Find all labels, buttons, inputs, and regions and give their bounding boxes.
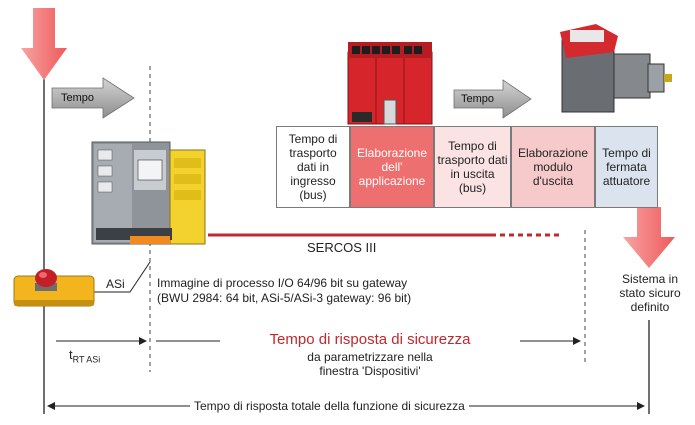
servo-motor-icon bbox=[560, 24, 672, 113]
trigger-arrow-icon bbox=[21, 8, 67, 80]
safety-response-sub2: finestra 'Dispositivi' bbox=[319, 364, 421, 378]
box-actuator-stop: Tempo di fermata attuatore bbox=[595, 126, 658, 208]
box-output-transport: Tempo di trasporto dati in uscita (bus) bbox=[434, 126, 511, 208]
box-output-module-text: Elaborazione modulo d'uscita bbox=[517, 146, 589, 188]
box-output-module: Elaborazione modulo d'uscita bbox=[511, 126, 595, 208]
box-actuator-stop-text: Tempo di fermata attuatore bbox=[602, 146, 651, 188]
asi-line bbox=[92, 261, 151, 293]
tempo-arrow-left-icon bbox=[51, 77, 135, 119]
box-application-processing: Elaborazione dell' applicazione bbox=[350, 126, 434, 208]
tempo-label-left: Tempo bbox=[61, 92, 95, 104]
tempo-arrow-right-icon bbox=[453, 79, 532, 119]
process-image-line1: Immagine di processo I/O 64/96 bit su ga… bbox=[157, 276, 408, 290]
safety-response-title: Tempo di risposta di sicurezza bbox=[220, 331, 520, 348]
gateway-device-icon bbox=[91, 141, 206, 245]
emergency-stop-icon bbox=[13, 269, 95, 307]
trt-asi-label: tRT ASi bbox=[69, 347, 100, 365]
total-response-time: Tempo di risposta totale della funzione … bbox=[190, 399, 469, 413]
process-image-text: Immagine di processo I/O 64/96 bit su ga… bbox=[157, 276, 411, 306]
box-input-transport: Tempo di trasporto dati in ingresso (bus… bbox=[276, 126, 350, 208]
safe-state-label: Sistema in stato sicuro definito bbox=[619, 272, 681, 314]
process-image-line2: (BWU 2984: 64 bit, ASi-5/ASi-3 gateway: … bbox=[157, 291, 412, 305]
tempo-label-right: Tempo bbox=[461, 93, 495, 105]
asi-label: ASi bbox=[106, 277, 125, 291]
trt-sub: RT ASi bbox=[72, 354, 101, 365]
safety-controller-icon bbox=[347, 42, 433, 125]
box-application-processing-text: Elaborazione dell' applicazione bbox=[356, 146, 428, 188]
trt-main: t bbox=[69, 347, 73, 362]
safety-response-subtitle: da parametrizzare nella finestra 'Dispos… bbox=[250, 350, 490, 378]
box-input-transport-text: Tempo di trasporto dati in ingresso (bus… bbox=[288, 132, 338, 202]
safe-state-arrow-icon bbox=[623, 207, 675, 268]
safety-response-sub1: da parametrizzare nella bbox=[307, 350, 433, 364]
sercos-label: SERCOS III bbox=[307, 240, 377, 255]
box-output-transport-text: Tempo di trasporto dati in uscita (bus) bbox=[437, 139, 508, 195]
